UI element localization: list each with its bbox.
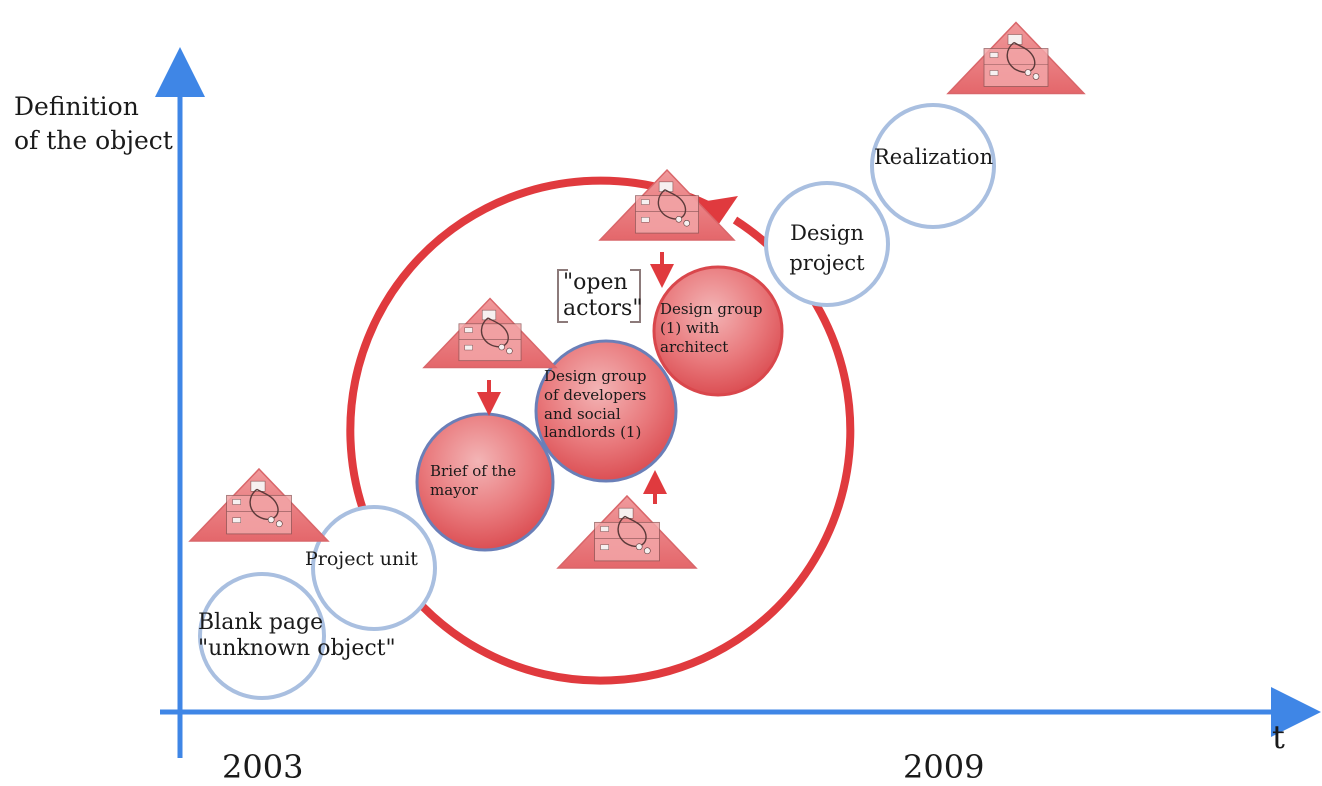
open-actors-bracket-right bbox=[630, 269, 641, 323]
network-triangle-icon-bottom bbox=[557, 495, 697, 569]
design-group-architect-label: Design group (1) with architect bbox=[660, 300, 763, 356]
brief-label-line1: Brief of the bbox=[430, 462, 517, 480]
project-unit-circle bbox=[311, 505, 437, 631]
realization-label: Realization bbox=[874, 145, 994, 169]
design-project-label: Design project bbox=[775, 218, 879, 279]
design-group-developers-line2: of developers bbox=[544, 385, 647, 404]
blank-page-circle bbox=[198, 572, 326, 700]
brief-label-line2: mayor bbox=[430, 480, 478, 499]
design-group-architect-line3: architect bbox=[660, 337, 729, 356]
year-start-label: 2003 bbox=[222, 748, 304, 786]
design-group-architect-line1: Design group bbox=[660, 300, 763, 318]
y-axis-label-line1: Definition bbox=[14, 92, 139, 121]
design-group-developers-line1: Design group bbox=[544, 367, 647, 385]
design-project-line1: Design bbox=[790, 221, 864, 245]
brief-label: Brief of the mayor bbox=[430, 462, 516, 500]
y-axis-label-line2: of the object bbox=[14, 125, 173, 155]
iteration-loop bbox=[346, 176, 855, 685]
year-end-label: 2009 bbox=[903, 748, 985, 786]
open-actors-label: "open actors" bbox=[563, 270, 642, 323]
network-triangle-icon-start bbox=[189, 468, 329, 542]
open-actors-bracket-left bbox=[557, 269, 568, 323]
design-group-developers-line3: and social bbox=[544, 404, 621, 423]
project-unit-label: Project unit bbox=[305, 548, 418, 570]
network-triangle-icon-end bbox=[947, 21, 1085, 95]
design-group-developers-circle bbox=[534, 339, 678, 483]
design-group-architect-line2: (1) with bbox=[660, 318, 720, 337]
blank-page-label-line2: "unknown object" bbox=[198, 636, 396, 662]
blank-page-label-line1: Blank page bbox=[198, 610, 324, 635]
design-group-developers-line4: landlords (1) bbox=[544, 423, 642, 442]
design-project-line2: project bbox=[789, 251, 865, 276]
network-triangle-icon-brief bbox=[423, 297, 557, 369]
blank-page-label: Blank page "unknown object" bbox=[198, 610, 396, 663]
realization-circle bbox=[870, 103, 996, 229]
open-actors-line2: actors" bbox=[563, 296, 643, 322]
y-axis-label: Definition of the object bbox=[14, 90, 173, 158]
x-axis-label: t bbox=[1272, 718, 1285, 756]
design-group-developers-label: Design group of developers and social la… bbox=[544, 367, 647, 442]
design-project-circle bbox=[764, 181, 890, 307]
open-actors-line1: "open bbox=[563, 270, 628, 295]
design-group-architect-circle bbox=[652, 265, 784, 397]
